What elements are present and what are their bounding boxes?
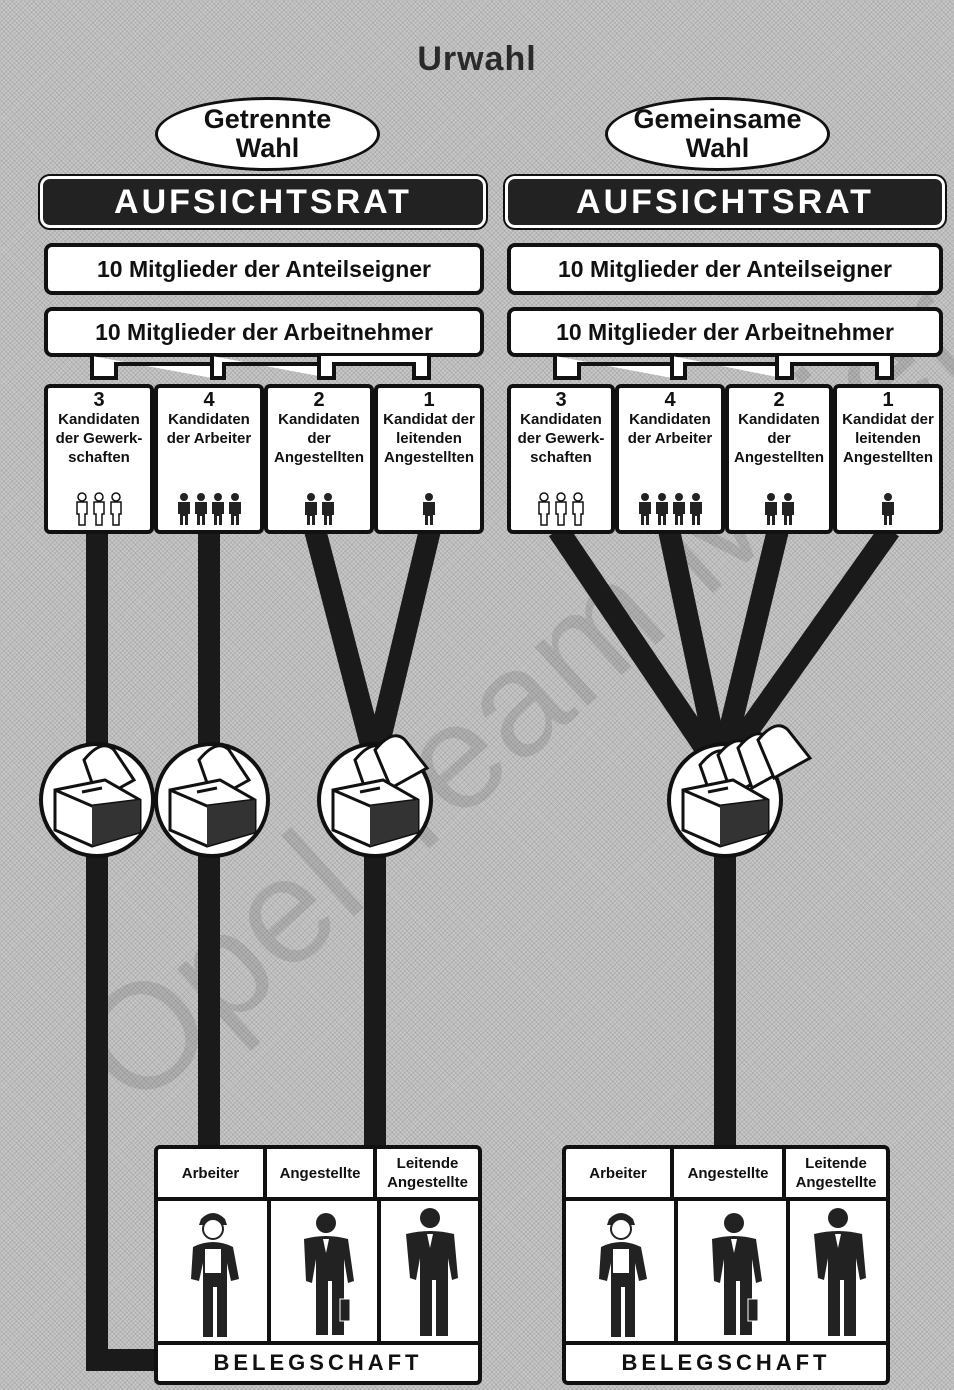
outline-person-icon <box>555 492 567 526</box>
candidates-managers-left: 1 Kandidat der leitenden Angestellten <box>374 384 484 534</box>
staff-label-managers: Leitende Angestellte <box>795 1155 877 1191</box>
line-left-employees <box>304 527 386 763</box>
candidate-count: 2 <box>773 389 785 411</box>
line-left-unions <box>86 530 160 1371</box>
candidates-workers-left: 4 Kandidaten der Arbeiter <box>154 384 264 534</box>
outline-person-icon <box>572 492 584 526</box>
candidate-count: 4 <box>664 389 676 411</box>
worker-figure-icon <box>194 493 207 525</box>
employee-figure-icon <box>304 1213 354 1335</box>
candidates-workers-right: 4 Kandidaten der Arbeiter <box>615 384 725 534</box>
line-right-unions <box>548 523 730 777</box>
board-header-right: AUFSICHTSRAT <box>505 176 945 228</box>
tether-right <box>553 356 894 380</box>
employee-figure-icon <box>712 1213 762 1335</box>
employee-figure-icon <box>321 493 334 525</box>
worker-figure-icon <box>638 493 651 525</box>
candidate-label: Kandidaten der Gewerk-schaften <box>517 411 605 466</box>
shareholders-bar-left: 10 Mitglieder der Anteilseigner <box>44 243 484 295</box>
ballot-box-left-1 <box>39 742 155 858</box>
page-title: Urwahl <box>417 40 537 78</box>
candidate-count: 3 <box>555 389 567 411</box>
tether-left <box>90 356 431 380</box>
outline-person-icon <box>538 492 550 526</box>
candidates-managers-right: 1 Kandidat der leitenden Angestellten <box>833 384 943 534</box>
workforce-panel-right: Arbeiter Angestellte Leitende Angestellt… <box>562 1145 890 1385</box>
outline-person-icon <box>110 492 122 526</box>
manager-figure-icon <box>423 493 435 525</box>
workforce-label-right: BELEGSCHAFT <box>566 1341 886 1381</box>
divider <box>674 1197 678 1343</box>
manager-figure-icon <box>882 493 894 525</box>
staff-label-workers: Arbeiter <box>566 1149 674 1197</box>
employee-figures <box>268 492 370 526</box>
candidate-label: Kandidaten der Angestellten <box>273 411 364 466</box>
mode-label-left: Getrennte Wahl <box>155 97 380 171</box>
employee-figures <box>729 492 829 526</box>
line-right-managers <box>711 523 899 777</box>
union-figures <box>511 492 611 526</box>
manager-figures <box>837 492 939 526</box>
ballot-box-right <box>667 724 813 858</box>
workforce-panel-left: Arbeiter Angestellte Leitende Angestellt… <box>154 1145 482 1385</box>
outline-person-icon <box>76 492 88 526</box>
candidate-count: 2 <box>313 389 325 411</box>
worker-figures <box>158 492 260 526</box>
union-figures <box>48 492 150 526</box>
manager-figures <box>378 492 480 526</box>
line-left-managers <box>364 527 441 763</box>
divider <box>566 1197 886 1201</box>
candidate-label: Kandidat der leitenden Angestellten <box>383 411 475 466</box>
worker-figure-icon <box>689 493 702 525</box>
candidate-label: Kandidaten der Arbeiter <box>627 411 713 447</box>
mode-text-left: Getrennte Wahl <box>203 104 332 163</box>
candidate-label: Kandidaten der Arbeiter <box>166 411 252 447</box>
outline-person-icon <box>93 492 105 526</box>
workforce-label-left: BELEGSCHAFT <box>158 1341 478 1381</box>
employee-figure-icon <box>304 493 317 525</box>
candidate-count: 1 <box>882 389 894 411</box>
divider <box>267 1197 271 1343</box>
divider <box>377 1197 381 1343</box>
worker-figure-icon <box>228 493 241 525</box>
candidate-label: Kandidaten der Gewerk-schaften <box>55 411 143 466</box>
employee-figure-icon <box>781 493 794 525</box>
candidate-label: Kandidat der leitenden Angestellten <box>842 411 934 466</box>
mode-text-right: Gemeinsame Wahl <box>633 104 802 163</box>
ballot-box-left-2 <box>154 742 270 858</box>
worker-figure-icon <box>655 493 668 525</box>
shareholders-bar-right: 10 Mitglieder der Anteilseigner <box>507 243 943 295</box>
line-right-employees <box>709 527 789 773</box>
staff-label-employees: Angestellte <box>674 1149 786 1197</box>
candidates-employees-right: 2 Kandidaten der Angestellten <box>725 384 833 534</box>
line-right-workers <box>658 527 731 773</box>
ballot-box-left-3 <box>317 734 433 858</box>
candidate-count: 4 <box>203 389 215 411</box>
worker-figure-icon <box>672 493 685 525</box>
worker-figure-icon <box>211 493 224 525</box>
worker-figure-icon <box>191 1213 239 1337</box>
manager-figure-icon <box>814 1208 866 1336</box>
mode-label-right: Gemeinsame Wahl <box>605 97 830 171</box>
candidates-unions-left: 3 Kandidaten der Gewerk-schaften <box>44 384 154 534</box>
staff-label-managers: Leitende Angestellte <box>387 1155 468 1191</box>
candidate-count: 3 <box>93 389 105 411</box>
candidates-unions-right: 3 Kandidaten der Gewerk-schaften <box>507 384 615 534</box>
divider <box>158 1197 478 1201</box>
candidate-count: 1 <box>423 389 435 411</box>
worker-figure-icon <box>177 493 190 525</box>
staff-label-employees: Angestellte <box>267 1149 377 1197</box>
candidates-employees-left: 2 Kandidaten der Angestellten <box>264 384 374 534</box>
worker-figures <box>619 492 721 526</box>
manager-figure-icon <box>406 1208 458 1336</box>
candidate-label: Kandidaten der Angestellten <box>733 411 824 466</box>
employees-bar-left: 10 Mitglieder der Arbeitnehmer <box>44 307 484 357</box>
staff-label-workers: Arbeiter <box>158 1149 267 1197</box>
worker-figure-icon <box>599 1213 647 1337</box>
board-header-left: AUFSICHTSRAT <box>40 176 486 228</box>
employees-bar-right: 10 Mitglieder der Arbeitnehmer <box>507 307 943 357</box>
employee-figure-icon <box>764 493 777 525</box>
divider <box>786 1197 790 1343</box>
